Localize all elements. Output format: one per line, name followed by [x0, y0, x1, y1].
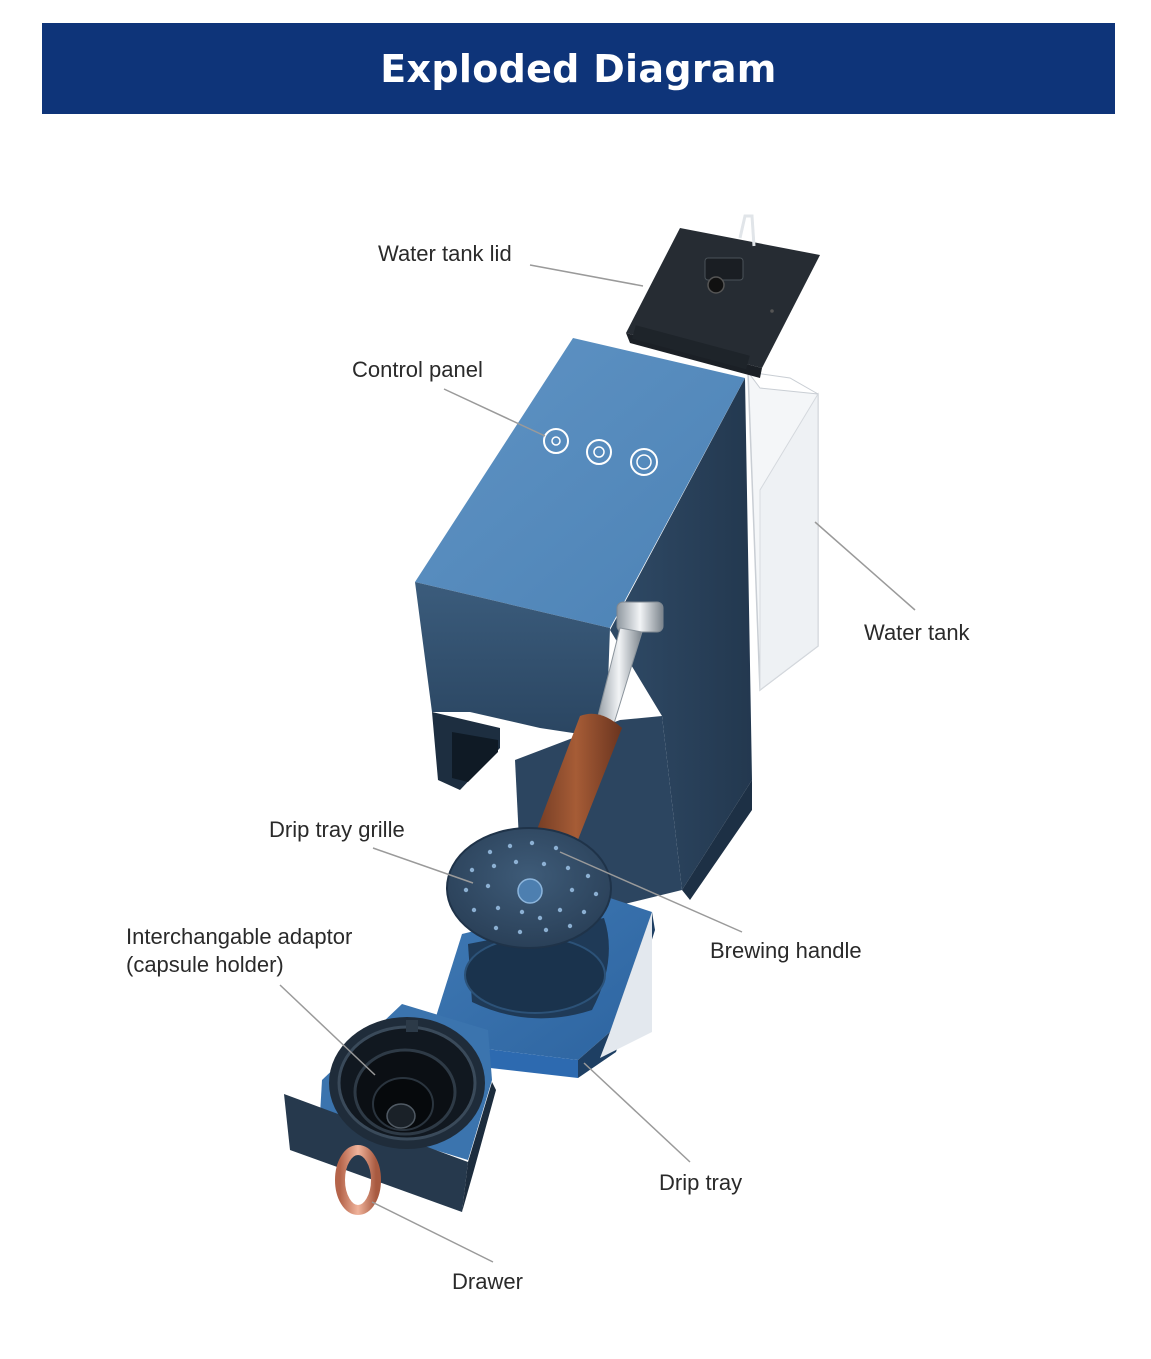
label-control-panel: Control panel — [352, 357, 483, 382]
label-brewing-handle: Brewing handle — [710, 938, 862, 963]
leader-line-drip-tray — [583, 1062, 691, 1163]
label-water-tank: Water tank — [864, 620, 970, 645]
leader-line-adaptor — [279, 984, 376, 1076]
leader-lines — [279, 264, 916, 1263]
drip-tray-grille — [446, 827, 612, 949]
water-tank — [746, 370, 819, 692]
control-panel — [543, 428, 658, 476]
leader-line-brewing-handle — [559, 851, 743, 933]
interchangable-adaptor — [329, 1017, 485, 1149]
machine-body — [415, 338, 752, 910]
leader-line-water-tank-lid — [529, 264, 644, 287]
brewing-handle[interactable] — [529, 601, 664, 866]
label-drip-tray: Drip tray — [659, 1170, 743, 1195]
power-button[interactable] — [543, 428, 569, 454]
label-adaptor-line2: (capsule holder) — [126, 952, 284, 977]
page-title: Exploded Diagram — [380, 46, 777, 91]
leader-line-drawer — [371, 1201, 494, 1263]
label-drawer: Drawer — [452, 1269, 523, 1294]
large-cup-button[interactable] — [630, 448, 658, 476]
label-interchangable-adaptor: Interchangable adaptor (capsule holder) — [126, 923, 352, 979]
label-water-tank-lid: Water tank lid — [378, 241, 512, 266]
small-cup-button[interactable] — [586, 439, 612, 465]
header-banner: Exploded Diagram — [42, 23, 1115, 114]
leader-line-control-panel — [443, 388, 546, 437]
leader-line-drip-tray-grille — [372, 847, 474, 884]
water-tank-lid — [626, 214, 820, 378]
label-adaptor-line1: Interchangable adaptor — [126, 924, 353, 949]
leader-line-water-tank — [814, 521, 916, 611]
label-drip-tray-grille: Drip tray grille — [269, 817, 405, 842]
